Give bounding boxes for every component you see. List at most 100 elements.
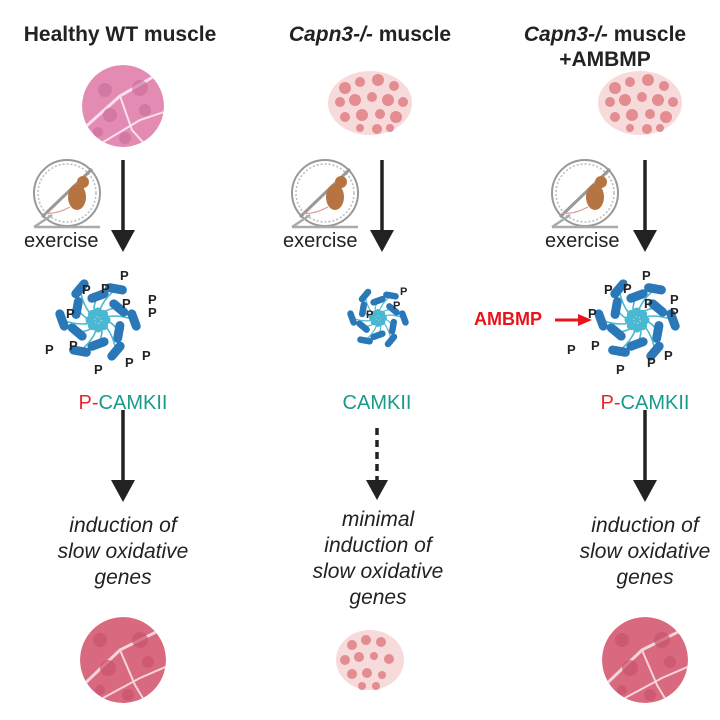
outcome-line: slow oxidative [579, 540, 711, 563]
title-text: Healthy WT muscle [23, 23, 217, 46]
outcome-line: slow oxidative [57, 540, 189, 563]
kinase-domain [594, 309, 608, 331]
phospho-site-label: P [66, 306, 75, 321]
kinase-domain [55, 309, 69, 331]
phospho-prefix: P- [600, 392, 621, 414]
title-line2: +AMBMP [559, 48, 651, 71]
kinase-domain [626, 337, 648, 351]
arrow-exercise-capn3-ambmp [633, 160, 657, 252]
hub-domain [378, 310, 386, 318]
phospho-site-label: P [125, 355, 134, 370]
phospho-site-label: P [101, 281, 110, 296]
exercise-label-capn3-ambmp: exercise [545, 230, 620, 252]
arrow-outcome-capn3-ambmp [633, 410, 657, 502]
outcome-line: genes [94, 566, 152, 589]
phospho-site-label: P [588, 306, 597, 321]
oxidative-muscle-section [80, 617, 166, 703]
phospho-site-label: P [393, 300, 401, 312]
kinase-name: CAMKII [620, 392, 690, 414]
dystrophic-muscle-section-bottom [336, 630, 404, 690]
phospho-site-label: P [148, 305, 157, 320]
kinase-domain [386, 303, 400, 316]
camkii-holoenzyme-icon [55, 279, 141, 361]
kinase-domain [388, 318, 398, 335]
outcome-text-capn3-ambmp: induction of slow oxidative genes [535, 513, 720, 591]
title-text: muscle [607, 23, 687, 46]
phospho-site-label: P [366, 309, 374, 321]
outcome-line: genes [349, 586, 407, 609]
phospho-site-label: P [591, 338, 600, 353]
kinase-domain [127, 309, 141, 331]
kinase-domain [67, 323, 87, 341]
kinase-name: CAMKII [342, 392, 412, 414]
outcome-line: induction of [324, 534, 432, 557]
phospho-site-label: P [616, 362, 625, 377]
kinase-label-capn3: CAMKII [277, 392, 477, 415]
exercise-label-healthy: exercise [24, 230, 99, 252]
arrow-outcome-healthy [111, 410, 135, 502]
kinase-domain [370, 295, 386, 306]
kinase-domain [107, 341, 125, 361]
phospho-site-label: P [647, 355, 656, 370]
kinase-domain [87, 337, 109, 351]
kinase-domain [384, 333, 398, 348]
outcome-line: slow oxidative [312, 560, 444, 583]
kinase-label-healthy: P-CAMKII [23, 392, 223, 415]
kinase-domain [87, 289, 109, 303]
kinase-label-capn3-ambmp: P-CAMKII [545, 392, 720, 415]
hub-domain [99, 309, 109, 319]
dystrophic-muscle-section-treated [598, 71, 682, 135]
outcome-line: minimal [341, 508, 415, 531]
phospho-site-label: P [644, 296, 653, 311]
phospho-site-label: P [670, 305, 679, 320]
column-title-capn3-ambmp: Capn3-/- muscle +AMBMP [490, 22, 720, 72]
phospho-site-label: P [148, 292, 157, 307]
kinase-domain [357, 336, 373, 345]
ambmp-treatment-label: AMBMP [474, 309, 542, 329]
column-title-capn3: Capn3-/- muscle [250, 22, 490, 47]
kinase-domain [646, 341, 664, 361]
phospho-site-label: P [623, 281, 632, 296]
outcome-text-capn3: minimal induction of slow oxidative gene… [268, 507, 488, 611]
phospho-site-label: P [142, 348, 151, 363]
healthy-muscle-section [82, 65, 164, 147]
phospho-site-label: P [120, 268, 129, 283]
phospho-site-label: P [82, 282, 91, 297]
kinase-domain [358, 288, 372, 303]
running-wheel-mouse-icon [291, 159, 359, 229]
kinase-domain [606, 323, 626, 341]
kinase-domain [399, 310, 409, 326]
arrow-outcome-capn3-dashed [366, 428, 388, 500]
column-title-healthy-wt: Healthy WT muscle [0, 22, 240, 47]
phospho-prefix: P- [78, 392, 99, 414]
title-text: muscle [372, 23, 452, 46]
kinase-domain [347, 310, 357, 326]
hub-domain [638, 309, 648, 319]
kinase-domain [113, 321, 125, 343]
kinase-domain [666, 309, 680, 331]
exercise-label-capn3: exercise [283, 230, 358, 252]
phospho-site-label: P [122, 296, 131, 311]
title-italic: Capn3-/- [288, 23, 373, 46]
kinase-domain [626, 289, 648, 303]
oxidative-muscle-section-treated [602, 617, 688, 703]
kinase-domain [652, 321, 664, 343]
running-wheel-mouse-icon [551, 159, 619, 229]
kinase-domain [644, 283, 666, 295]
kinase-domain [358, 301, 368, 318]
dystrophic-muscle-section [328, 71, 412, 135]
kinase-domain [109, 299, 129, 317]
kinase-name: CAMKII [98, 392, 168, 414]
arrow-exercise-capn3 [370, 160, 394, 252]
camkii-holoenzyme-icon [347, 288, 409, 348]
kinase-domain [610, 297, 622, 319]
outcome-line: induction of [69, 514, 177, 537]
phospho-site-label: P [94, 362, 103, 377]
arrow-exercise-healthy [111, 160, 135, 252]
phospho-site-label: P [670, 292, 679, 307]
running-wheel-mouse-icon [33, 159, 101, 229]
kinase-domain [608, 345, 630, 357]
kinase-domain [648, 299, 668, 317]
camkii-holoenzyme-icon [594, 279, 680, 361]
